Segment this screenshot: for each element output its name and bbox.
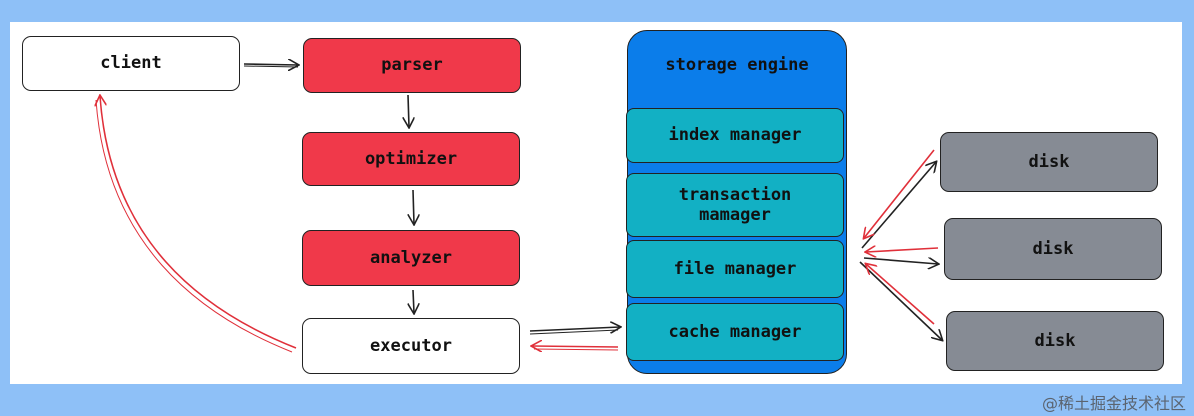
watermark: @稀土掘金技术社区 (1041, 394, 1186, 413)
arrow-disk-3-to-file-manager (866, 264, 935, 325)
optimizer-node: optimizer (302, 132, 520, 186)
executor-node: executor (302, 318, 520, 374)
arrow-cache-manager-to-executor (532, 346, 619, 347)
index-manager-node: index manager (626, 108, 844, 163)
disk-label-2: disk (1032, 238, 1074, 259)
client-node: client (22, 36, 240, 91)
arrow-file-manager-to-disk-2 (863, 257, 938, 264)
arrow-file-manager-to-disk-1 (861, 162, 936, 249)
arrow-disk-2-to-file-manager (866, 248, 939, 252)
cache-manager-label: cache manager (668, 321, 802, 342)
file-manager-label: file manager (673, 258, 797, 279)
transaction-manager-node: transaction mamager (626, 173, 844, 237)
optimizer-label: optimizer (364, 148, 458, 169)
arrow-parser-to-optimizer (408, 94, 409, 127)
executor-label: executor (370, 335, 452, 356)
file-manager-node: file manager (626, 240, 844, 298)
arrow-file-manager-to-disk-3 (859, 261, 942, 340)
arrow-client-to-parser (243, 64, 298, 65)
arrow-disk-1-to-file-manager (864, 149, 935, 238)
transaction-manager-label-line2: mamager (699, 205, 771, 225)
index-manager-label: index manager (668, 125, 802, 146)
disk-node-3: disk (946, 311, 1164, 371)
arrow-executor-to-client (100, 96, 297, 349)
arrow-analyzer-to-executor (413, 289, 414, 313)
disk-label-1: disk (1028, 151, 1070, 172)
client-label: client (100, 53, 162, 74)
transaction-manager-label-line1: transaction (678, 184, 792, 205)
cache-manager-node: cache manager (626, 303, 844, 361)
analyzer-label: analyzer (370, 247, 452, 268)
disk-node-1: disk (940, 132, 1158, 192)
parser-node: parser (303, 38, 521, 93)
arrow-executor-to-cache-manager (529, 327, 620, 331)
storage-engine-title: storage engine (665, 55, 809, 75)
parser-label: parser (381, 55, 443, 76)
disk-label-3: disk (1034, 330, 1076, 351)
disk-node-2: disk (944, 218, 1162, 280)
analyzer-node: analyzer (302, 230, 520, 286)
arrow-optimizer-to-analyzer (413, 189, 414, 224)
